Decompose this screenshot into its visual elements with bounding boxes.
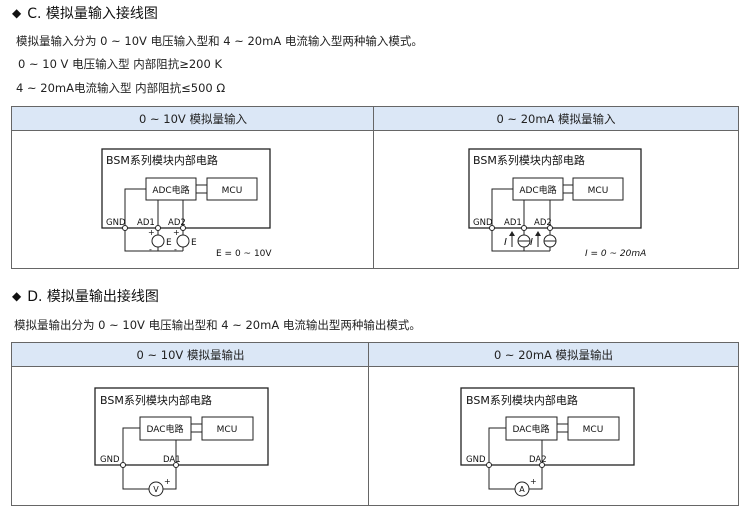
plus-sign: + bbox=[530, 477, 537, 486]
input-voltage-header: 0 ~ 10V 模拟量输入 bbox=[12, 107, 374, 131]
module-title: BSM系列模块内部电路 bbox=[100, 393, 212, 407]
spec-voltage: 0 ~ 10 V 电压输入型 内部阻抗≥200 K bbox=[18, 57, 223, 71]
section-d-heading: ◆ D. 模拟量输出接线图 bbox=[12, 286, 159, 306]
voltage-input-diagram: BSM系列模块内部电路 ADC电路 MCU GND AD1 AD2 + - + … bbox=[101, 148, 272, 259]
diamond-bullet-icon: ◆ bbox=[12, 6, 22, 20]
gnd-label: GND bbox=[466, 455, 486, 465]
plus-sign: + bbox=[173, 228, 180, 237]
spec-current: 4 ~ 20mA电流输入型 内部阻抗≤500 Ω bbox=[16, 81, 226, 95]
voltmeter-symbol: V bbox=[153, 485, 159, 494]
voltage-range: E = 0 ~ 10V bbox=[216, 249, 272, 259]
analog-output-table: 0 ~ 10V 模拟量输出 0 ~ 20mA 模拟量输出 BSM系列模块内部电路… bbox=[11, 342, 739, 506]
gnd-label: GND bbox=[473, 218, 493, 228]
output-voltage-header: 0 ~ 10V 模拟量输出 bbox=[12, 343, 369, 367]
current-input-diagram: BSM系列模块内部电路 ADC电路 MCU GND AD1 AD2 I I I … bbox=[468, 148, 646, 259]
current-range: I = 0 ~ 20mA bbox=[585, 249, 646, 259]
ad1-label: AD1 bbox=[137, 218, 155, 228]
da2-label: DA2 bbox=[529, 455, 547, 465]
plus-sign: + bbox=[148, 228, 155, 237]
current-source-label: I bbox=[530, 237, 533, 248]
current-output-diagram: BSM系列模块内部电路 DAC电路 MCU GND DA2 A + bbox=[460, 387, 635, 497]
output-current-header: 0 ~ 20mA 模拟量输出 bbox=[369, 343, 738, 367]
adc-label: ADC电路 bbox=[152, 184, 189, 196]
gnd-label: GND bbox=[106, 218, 126, 228]
mcu-label: MCU bbox=[222, 186, 243, 196]
dac-label: DAC电路 bbox=[512, 423, 549, 435]
ammeter-symbol: A bbox=[519, 485, 525, 494]
voltage-source-label: E bbox=[166, 238, 172, 248]
section-c-intro: 模拟量输入分为 0 ~ 10V 电压输入型和 4 ~ 20mA 电流输入型两种输… bbox=[16, 34, 423, 48]
diamond-bullet-icon: ◆ bbox=[12, 289, 22, 303]
mcu-label: MCU bbox=[588, 186, 609, 196]
current-source-label: I bbox=[504, 237, 507, 248]
analog-input-table: 0 ~ 10V 模拟量输入 0 ~ 20mA 模拟量输入 BSM系列模块内部 bbox=[11, 106, 739, 269]
table-divider bbox=[368, 343, 369, 505]
ad2-label: AD2 bbox=[168, 218, 186, 228]
input-current-header: 0 ~ 20mA 模拟量输入 bbox=[374, 107, 738, 131]
plus-sign: + bbox=[164, 477, 171, 486]
ad2-label: AD2 bbox=[534, 218, 552, 228]
module-title: BSM系列模块内部电路 bbox=[106, 153, 218, 167]
da1-label: DA1 bbox=[163, 455, 181, 465]
mcu-label: MCU bbox=[583, 425, 604, 435]
mcu-label: MCU bbox=[217, 425, 238, 435]
table-divider bbox=[373, 107, 374, 268]
module-title: BSM系列模块内部电路 bbox=[466, 393, 578, 407]
gnd-label: GND bbox=[100, 455, 120, 465]
minus-sign: - bbox=[174, 245, 177, 254]
minus-sign: - bbox=[149, 245, 152, 254]
ad1-label: AD1 bbox=[504, 218, 522, 228]
voltage-output-diagram: BSM系列模块内部电路 DAC电路 MCU GND DA1 V + bbox=[94, 387, 269, 497]
section-c-heading: ◆ C. 模拟量输入接线图 bbox=[12, 3, 158, 23]
dac-label: DAC电路 bbox=[146, 423, 183, 435]
section-c-heading-text: C. 模拟量输入接线图 bbox=[27, 6, 158, 22]
adc-label: ADC电路 bbox=[519, 184, 556, 196]
section-d-heading-text: D. 模拟量输出接线图 bbox=[27, 289, 159, 305]
voltage-source-label: E bbox=[191, 238, 197, 248]
module-title: BSM系列模块内部电路 bbox=[473, 153, 585, 167]
section-d-intro: 模拟量输出分为 0 ~ 10V 电压输出型和 4 ~ 20mA 电流输出型两种输… bbox=[14, 318, 421, 332]
